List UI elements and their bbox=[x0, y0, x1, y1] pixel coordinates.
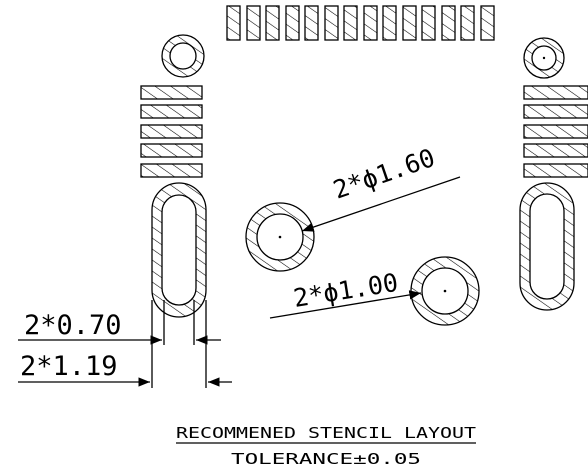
slot-width-outer-label: 2*1.19 bbox=[20, 351, 118, 382]
slot-width-dimension bbox=[18, 300, 232, 388]
layout-title: RECOMMENED STENCIL LAYOUT bbox=[176, 424, 476, 442]
pin-hole-diameter-label: 2*ϕ1.60 bbox=[330, 143, 439, 205]
mount-hole-small bbox=[410, 256, 480, 326]
right-corner-pad bbox=[523, 37, 565, 79]
pin-hole-large bbox=[245, 202, 315, 272]
left-slot-pad bbox=[151, 182, 207, 318]
right-pad-column bbox=[523, 85, 588, 178]
tolerance-label: TOLERANCE±0.05 bbox=[231, 450, 421, 468]
mount-hole-leader bbox=[269, 290, 422, 319]
left-corner-pad bbox=[161, 34, 205, 78]
left-pad-column bbox=[140, 85, 203, 178]
right-slot-pad bbox=[519, 182, 575, 311]
mount-hole-diameter-label: 2*ϕ1.00 bbox=[291, 268, 400, 313]
top-pad-row bbox=[226, 5, 495, 41]
pin-hole-leader bbox=[301, 176, 461, 232]
slot-width-inner-label: 2*0.70 bbox=[24, 310, 122, 341]
